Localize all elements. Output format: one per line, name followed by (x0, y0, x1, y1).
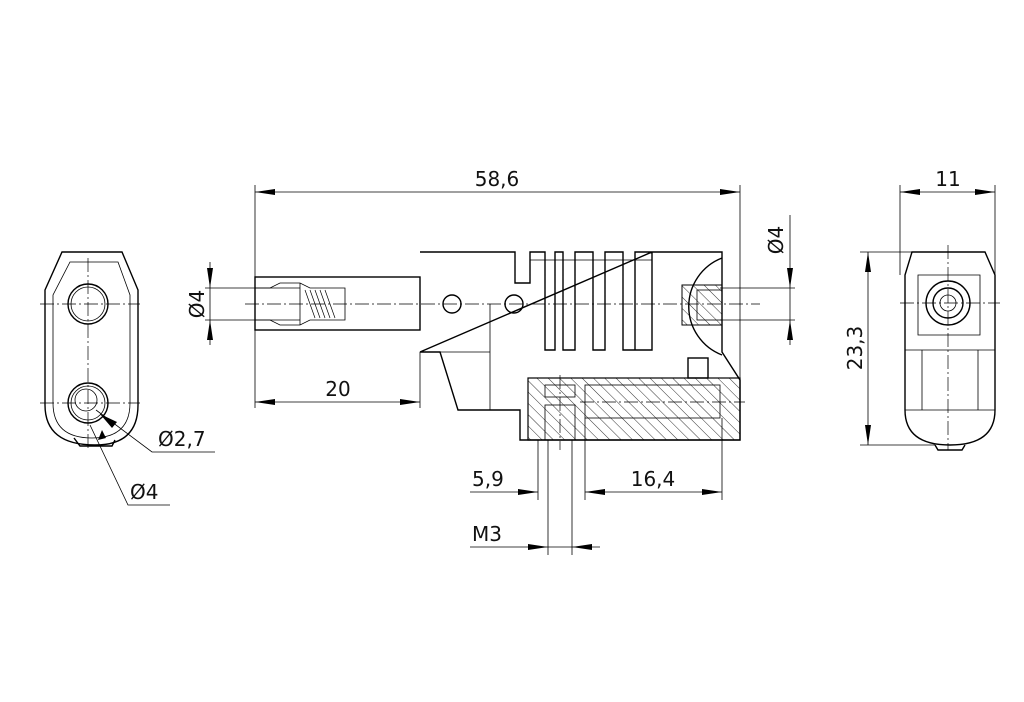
end-view-right (900, 245, 1000, 451)
screw-section (527, 375, 745, 450)
dim-socket-diameter: Ø4 (764, 226, 788, 254)
dim-thread: M3 (472, 522, 502, 546)
dim-hole-large: Ø4 (130, 480, 158, 504)
dim-bore-length: 16,4 (631, 467, 676, 491)
dim-width: 11 (935, 167, 960, 191)
end-view-left (40, 251, 140, 450)
dim-screw-offset: 5,9 (472, 467, 504, 491)
dim-pin-diameter: Ø4 (185, 290, 209, 318)
dim-height: 23,3 (843, 326, 867, 371)
dim-hole-small: Ø2,7 (158, 427, 206, 451)
plug-pin (245, 276, 760, 331)
dim-pin-length: 20 (325, 377, 350, 401)
dimension-lines (89, 185, 996, 555)
dim-overall-length: 58,6 (475, 167, 520, 191)
plug-body (419, 251, 741, 441)
